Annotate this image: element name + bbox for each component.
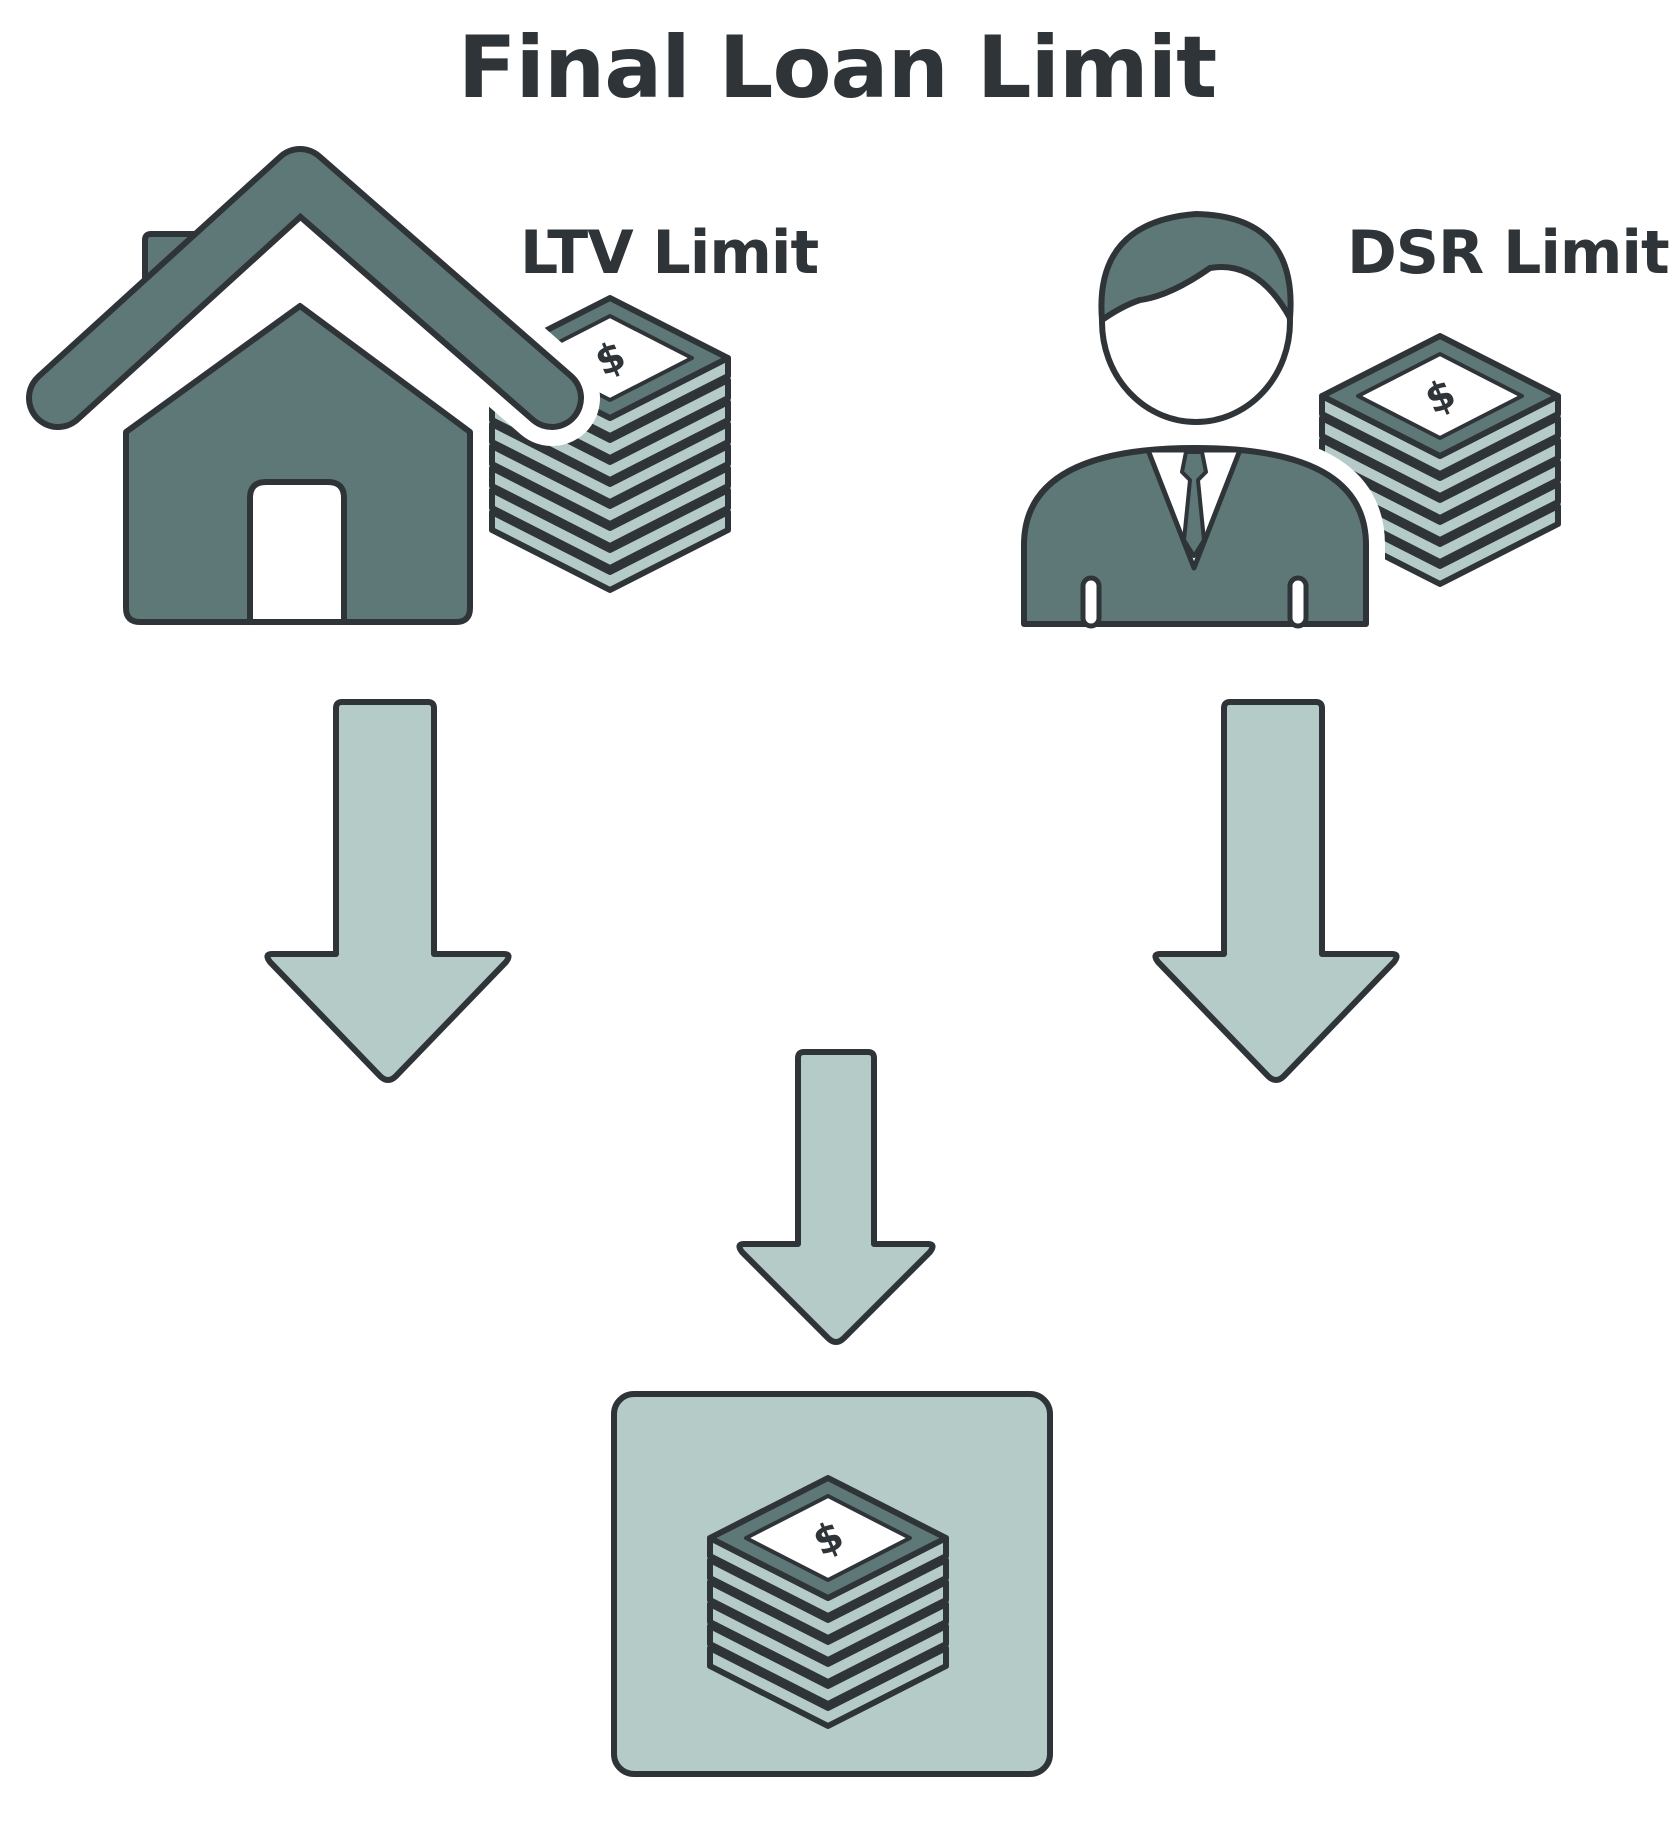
diagram-title: Final Loan Limit <box>457 18 1217 118</box>
final-down-arrow <box>736 1049 936 1345</box>
dsr-limit-label: DSR Limit <box>1347 218 1670 288</box>
ltv-down-arrow <box>264 699 512 1083</box>
person-icon <box>1005 211 1385 641</box>
ltv-limit-label: LTV Limit <box>520 218 819 288</box>
dsr-down-arrow <box>1152 699 1400 1083</box>
house-icon <box>10 130 600 625</box>
